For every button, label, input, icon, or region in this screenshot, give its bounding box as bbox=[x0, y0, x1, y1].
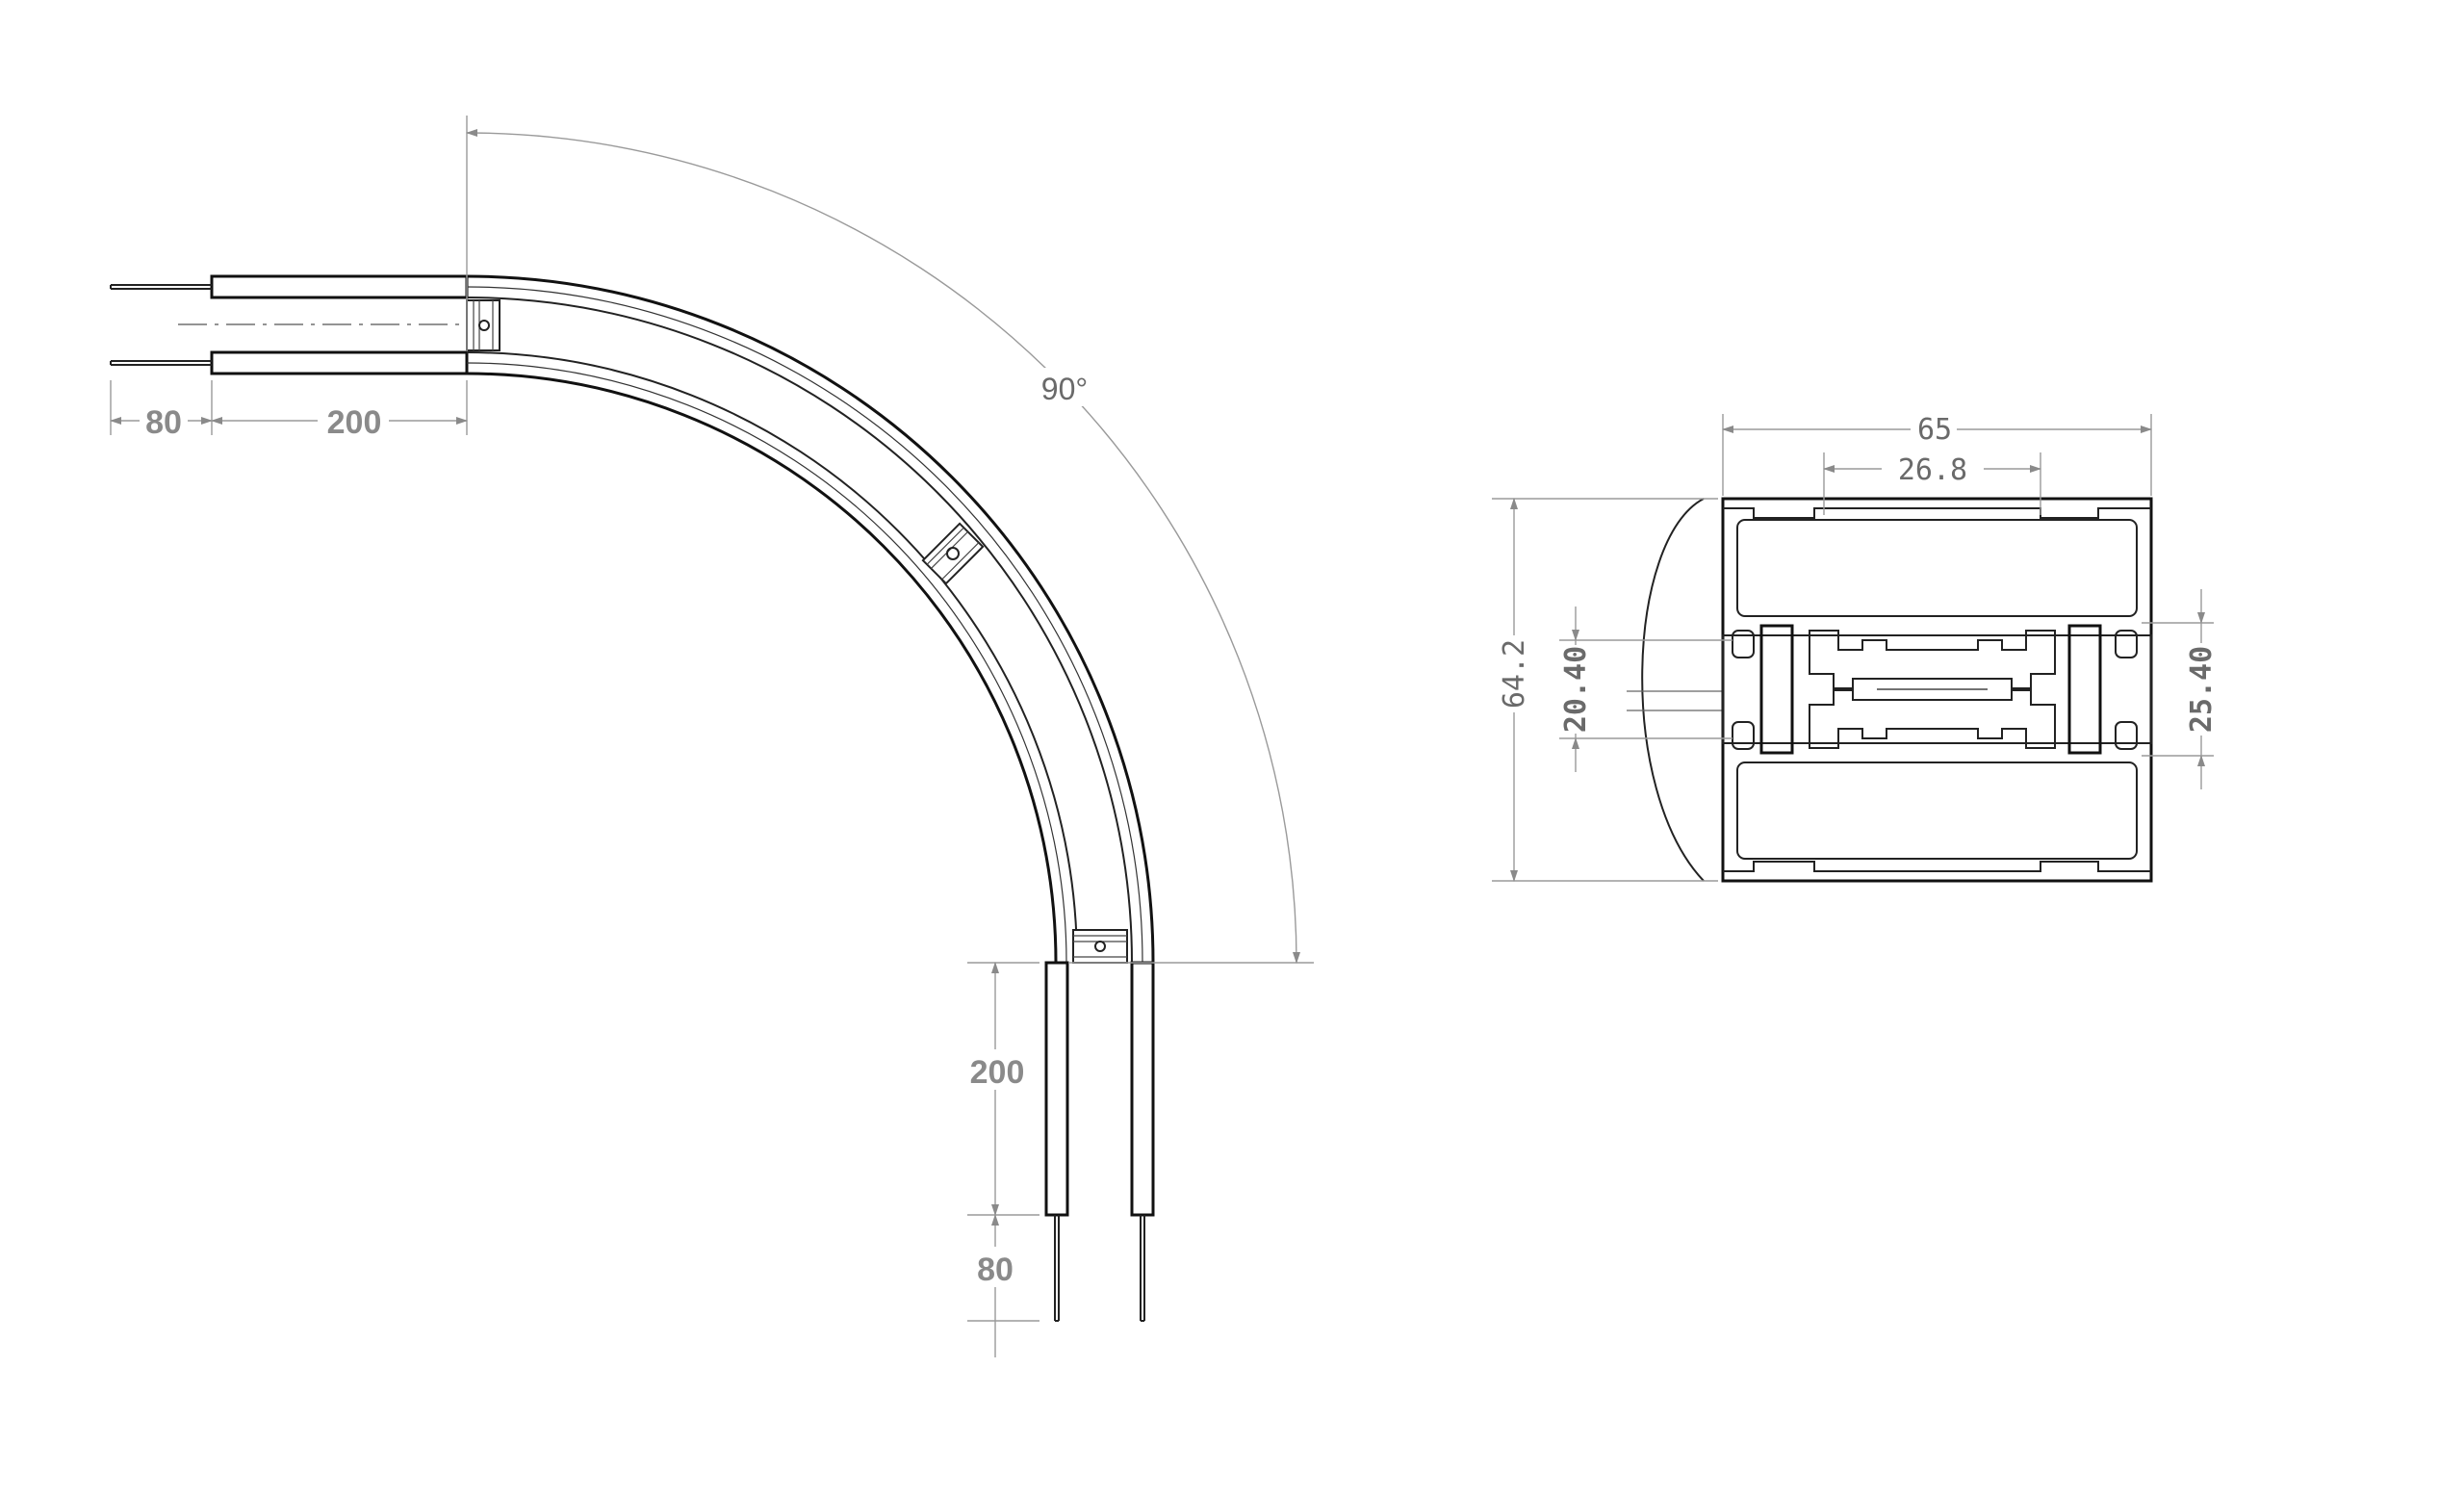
section-height-dimensions: 64.2 20.40 25.40 bbox=[1492, 498, 2220, 882]
angle-dimension: 90° bbox=[466, 116, 1314, 964]
bottom-straight-rails bbox=[1044, 961, 1155, 1322]
dim-straight-top: 200 bbox=[327, 404, 382, 441]
dim-width: 65 bbox=[1917, 413, 1952, 447]
connector-block-bottom bbox=[1072, 929, 1128, 964]
angle-label: 90° bbox=[1041, 372, 1088, 406]
cross-section-view: 65 26.8 64.2 20.40 bbox=[1492, 412, 2220, 883]
dim-straight-bottom: 200 bbox=[970, 1054, 1025, 1091]
dim-inner-width: 26.8 bbox=[1898, 453, 1967, 487]
profile-center-insert bbox=[1722, 624, 2152, 755]
top-straight-rails bbox=[110, 274, 500, 375]
dim-slot-left: 20.40 bbox=[1559, 646, 1593, 733]
dim-lead-top: 80 bbox=[145, 404, 182, 441]
dim-lead-bottom: 80 bbox=[977, 1252, 1014, 1288]
bottom-length-dimensions: 200 80 bbox=[961, 962, 1040, 1357]
section-width-dimensions: 65 26.8 bbox=[1722, 412, 2152, 515]
dim-slot-right: 25.40 bbox=[2185, 646, 2219, 733]
curved-track-view: 90° 80 200 200 80 bbox=[110, 116, 1314, 1357]
top-length-dimensions: 80 200 bbox=[110, 380, 468, 441]
connector-block-top bbox=[466, 299, 500, 351]
dim-height: 64.2 bbox=[1498, 639, 1531, 709]
